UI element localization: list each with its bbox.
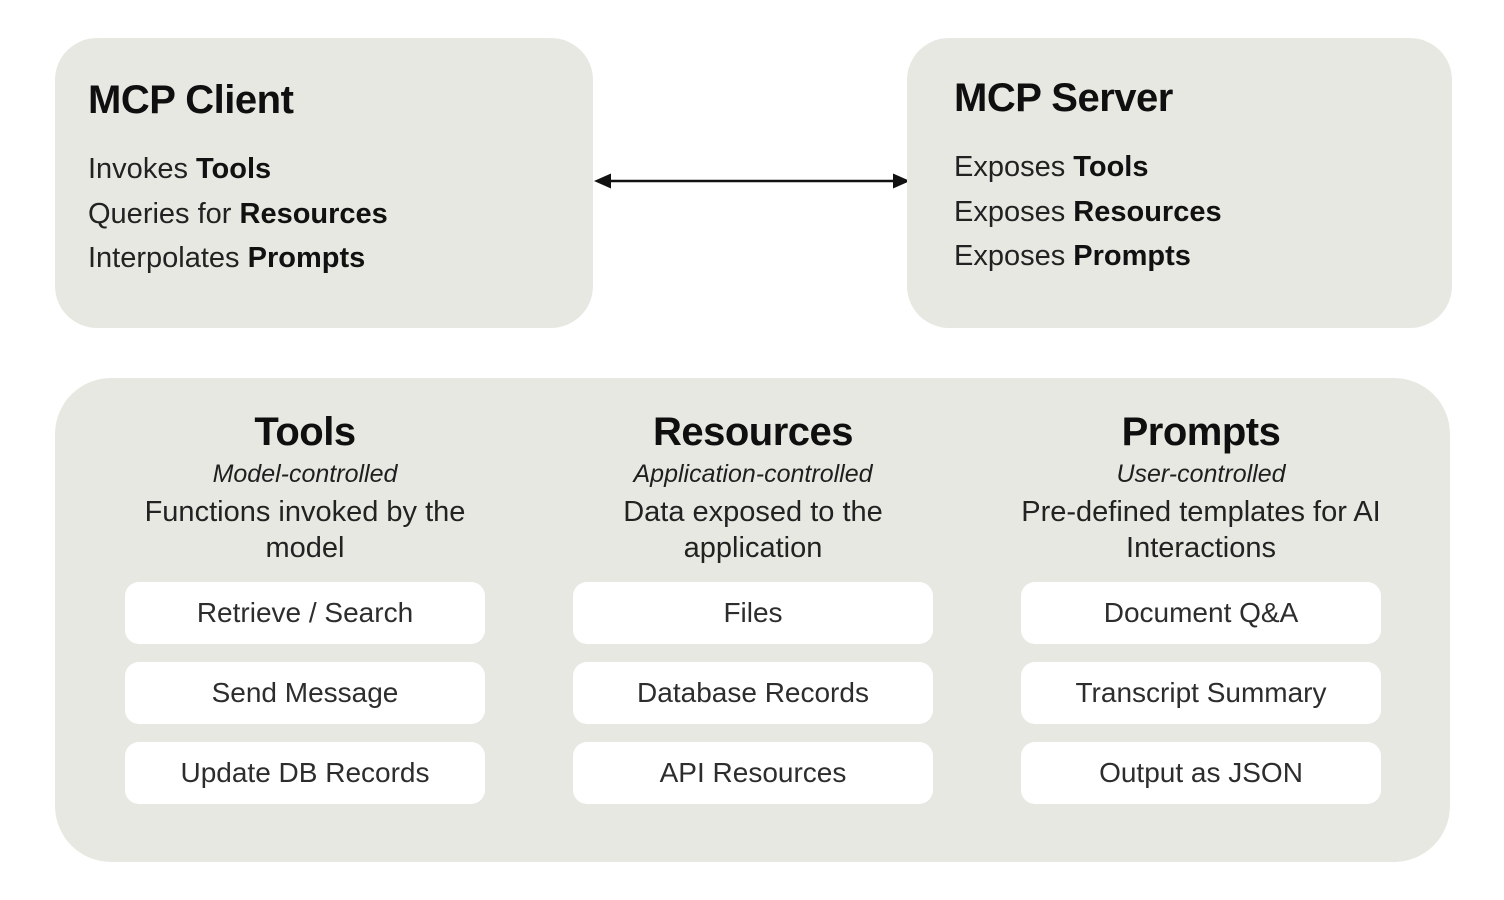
- line-prefix: Exposes: [954, 195, 1074, 228]
- tools-column-subtitle: Model-controlled: [212, 460, 398, 488]
- client-server-arrow-icon: [594, 173, 910, 189]
- client-capability-line: Interpolates Prompts: [88, 240, 563, 278]
- prompts-column-subtitle: User-controlled: [1116, 460, 1286, 488]
- tools-column-description: Functions invoked by the model: [144, 496, 466, 565]
- prompts-item-card: Output as JSON: [1021, 742, 1381, 804]
- resources-column-description: Data exposed to the application: [623, 496, 883, 565]
- prompts-column-title: Prompts: [1121, 410, 1281, 454]
- mcp-client-panel: MCP Client Invokes Tools Queries for Res…: [55, 38, 593, 328]
- mcp-client-title: MCP Client: [88, 78, 294, 122]
- tools-item-card: Update DB Records: [125, 742, 485, 804]
- line-keyword: Resources: [239, 197, 388, 230]
- resources-item-card: Database Records: [573, 662, 933, 724]
- client-capability-line: Queries for Resources: [88, 196, 563, 234]
- tools-column-title: Tools: [254, 410, 356, 454]
- tools-column: Tools Model-controlled Functions invoked…: [125, 408, 485, 862]
- server-capability-line: Exposes Resources: [954, 194, 1422, 232]
- line-keyword: Tools: [1073, 151, 1149, 183]
- line-keyword: Resources: [1073, 195, 1222, 228]
- line-keyword: Prompts: [1073, 240, 1191, 273]
- resources-item-card: API Resources: [573, 742, 933, 804]
- prompts-item-list: Document Q&A Transcript Summary Output a…: [1021, 582, 1381, 822]
- prompts-item-card: Document Q&A: [1021, 582, 1381, 644]
- mcp-server-title: MCP Server: [954, 76, 1173, 120]
- line-prefix: Invokes: [88, 153, 196, 185]
- resources-column-title: Resources: [652, 410, 854, 454]
- prompts-column: Prompts User-controlled Pre-defined temp…: [1021, 408, 1381, 862]
- resources-item-card: Files: [573, 582, 933, 644]
- capabilities-panel: Tools Model-controlled Functions invoked…: [55, 378, 1450, 862]
- mcp-server-panel: MCP Server Exposes Tools Exposes Resourc…: [907, 38, 1452, 328]
- line-prefix: Interpolates: [88, 242, 248, 275]
- prompts-column-description: Pre-defined templates for AI Interaction…: [1021, 496, 1381, 565]
- resources-column-subtitle: Application-controlled: [633, 460, 873, 488]
- line-prefix: Exposes: [954, 151, 1074, 183]
- tools-item-card: Retrieve / Search: [125, 582, 485, 644]
- client-capability-line: Invokes Tools: [88, 151, 563, 189]
- line-prefix: Exposes: [954, 240, 1074, 273]
- tools-item-list: Retrieve / Search Send Message Update DB…: [125, 582, 485, 822]
- prompts-item-card: Transcript Summary: [1021, 662, 1381, 724]
- line-keyword: Prompts: [247, 242, 366, 275]
- server-capability-line: Exposes Prompts: [954, 238, 1422, 276]
- line-prefix: Queries for: [88, 197, 240, 230]
- resources-item-list: Files Database Records API Resources: [573, 582, 933, 822]
- server-capability-line: Exposes Tools: [954, 149, 1422, 187]
- resources-column: Resources Application-controlled Data ex…: [573, 408, 933, 862]
- tools-item-card: Send Message: [125, 662, 485, 724]
- line-keyword: Tools: [196, 153, 272, 185]
